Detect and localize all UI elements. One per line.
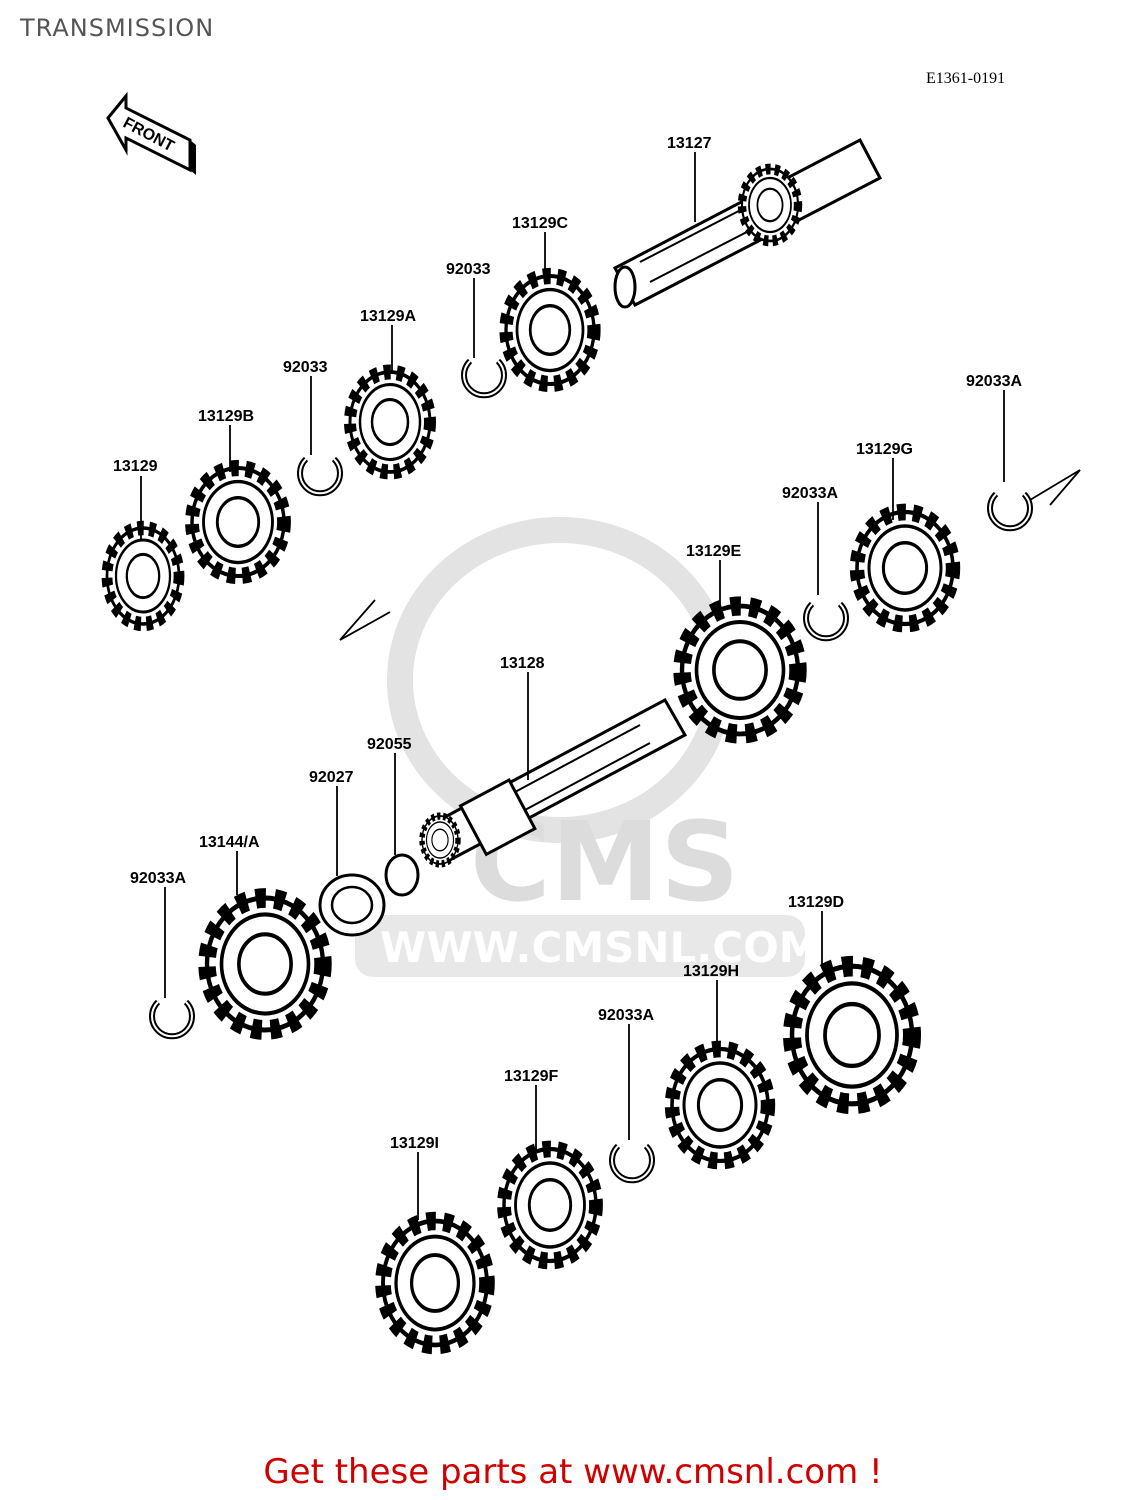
- gear-13129I: [383, 1221, 487, 1345]
- diagram-code: E1361-0191: [926, 70, 1006, 87]
- part-label-13129F: 13129F: [504, 1068, 558, 1085]
- watermark-url-bar: [355, 915, 805, 977]
- watermark-url: WWW.CMSNL.COM: [380, 923, 821, 972]
- gear-13129A: [350, 372, 430, 472]
- part-label-13129E: 13129E: [686, 543, 741, 560]
- circlip-92033A-right: [990, 494, 1030, 528]
- oring-92055: [384, 853, 420, 897]
- part-label-92033-mid: 92033: [283, 359, 328, 376]
- shaft-13128: [422, 697, 688, 864]
- circlip-92033A-left: [152, 1002, 192, 1036]
- part-label-92033A-bottom: 92033A: [598, 1007, 654, 1024]
- part-label-13129D: 13129D: [788, 894, 844, 911]
- footer-cta-link[interactable]: Get these parts at www.cmsnl.com !: [263, 1452, 883, 1492]
- part-label-92027: 92027: [309, 769, 354, 786]
- part-label-92033-top: 92033: [446, 261, 491, 278]
- circlip-92033A-bottom: [612, 1146, 652, 1180]
- gear-13129D: [792, 966, 912, 1104]
- part-label-13129A: 13129A: [360, 308, 416, 325]
- part-label-13128: 13128: [500, 655, 545, 672]
- circlip-92033-mid: [300, 459, 340, 493]
- gear-13129B: [192, 468, 284, 576]
- part-label-13129G: 13129G: [856, 441, 913, 458]
- part-label-13129: 13129: [113, 458, 158, 475]
- part-label-92033A-gear: 92033A: [782, 485, 838, 502]
- shaft-13127: [612, 137, 883, 309]
- part-label-13129H: 13129H: [683, 963, 739, 980]
- collar-92027: [318, 873, 386, 937]
- gear-13129: [107, 528, 179, 624]
- part-label-92033A-right: 92033A: [966, 373, 1022, 390]
- part-label-13129C: 13129C: [512, 215, 568, 232]
- part-label-13127: 13127: [667, 135, 712, 152]
- circlip-92033-top: [464, 361, 504, 395]
- gear-13129F: [504, 1149, 596, 1261]
- part-label-13144A: 13144/A: [199, 834, 260, 851]
- gear-13129C: [506, 276, 594, 384]
- part-label-13129I: 13129I: [390, 1135, 439, 1152]
- gear-13129H: [672, 1049, 768, 1161]
- circlip-92033A-gear: [806, 604, 846, 638]
- page-title: TRANSMISSION: [20, 14, 215, 42]
- part-label-92055: 92055: [367, 736, 412, 753]
- sprocket-13144A: [207, 898, 323, 1030]
- gear-13129E: [682, 606, 798, 734]
- leader-lines: [140, 152, 1081, 1220]
- gear-13129G: [857, 512, 953, 624]
- part-label-13129B: 13129B: [198, 408, 254, 425]
- part-label-92033A-left: 92033A: [130, 870, 186, 887]
- front-arrow: FRONT: [106, 91, 196, 175]
